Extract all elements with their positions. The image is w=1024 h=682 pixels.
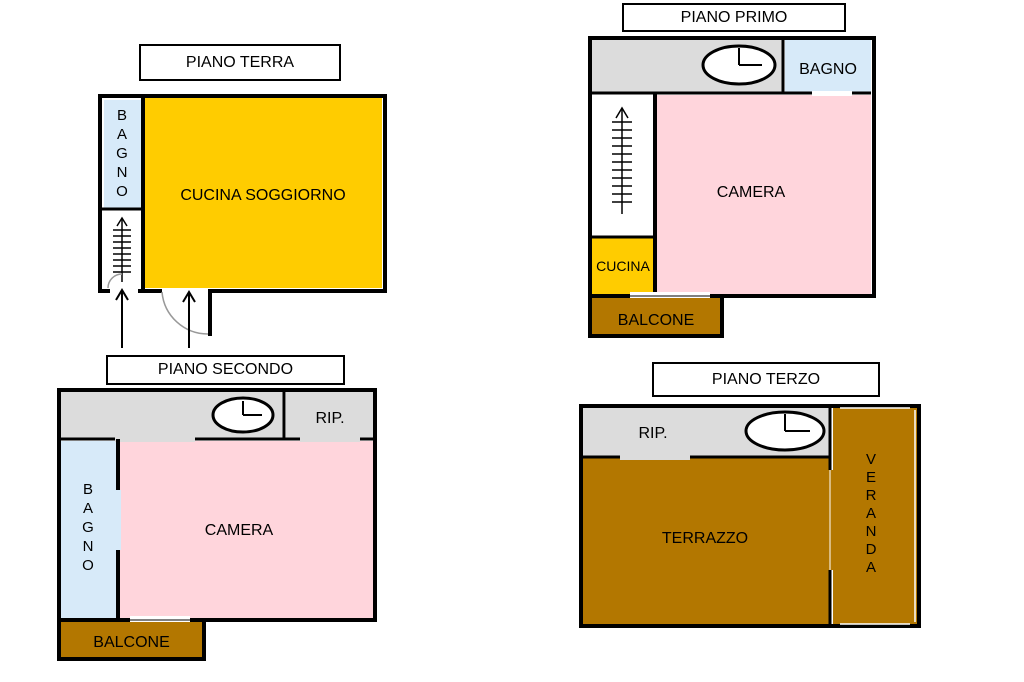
- primo-bagno-label: BAGNO: [799, 61, 857, 78]
- terzo-veranda-label: VERANDA: [862, 451, 880, 577]
- primo-stairs: [612, 106, 632, 214]
- plan-piano-secondo: [57, 388, 377, 661]
- secondo-rip-label: RIP.: [315, 410, 345, 427]
- secondo-bagno-label: BAGNO: [79, 480, 97, 576]
- terzo-terrazzo-label: TERRAZZO: [661, 530, 749, 547]
- plan-piano-terra: [98, 94, 387, 348]
- piano-secondo-label: PIANO SECONDO: [106, 355, 345, 385]
- terra-bagno-label: BAGNO: [113, 106, 131, 202]
- primo-balcone-label: BALCONE: [617, 312, 695, 329]
- terra-stairs: [113, 216, 131, 282]
- primo-cucina-label: CUCINA: [596, 258, 650, 274]
- terra-cucina-soggiorno-label: CUCINA SOGGIORNO: [180, 187, 346, 204]
- plan-piano-terzo: [579, 404, 921, 628]
- terzo-rip-label: RIP.: [638, 425, 668, 442]
- primo-boiler-icon: [701, 44, 777, 86]
- piano-primo-label: PIANO PRIMO: [622, 3, 846, 32]
- secondo-boiler-icon: [211, 396, 275, 434]
- terra-cucina-fill: [144, 98, 382, 288]
- piano-terra-label: PIANO TERRA: [139, 44, 341, 81]
- secondo-camera-label: CAMERA: [204, 522, 274, 539]
- secondo-balcone-label: BALCONE: [93, 634, 170, 651]
- terzo-boiler-icon: [744, 410, 826, 452]
- connection-arrows: [115, 288, 196, 348]
- primo-camera-label: CAMERA: [716, 184, 786, 201]
- terra-bagno-fill: [104, 100, 142, 208]
- piano-terzo-label: PIANO TERZO: [652, 362, 880, 397]
- plan-piano-primo: [588, 36, 876, 338]
